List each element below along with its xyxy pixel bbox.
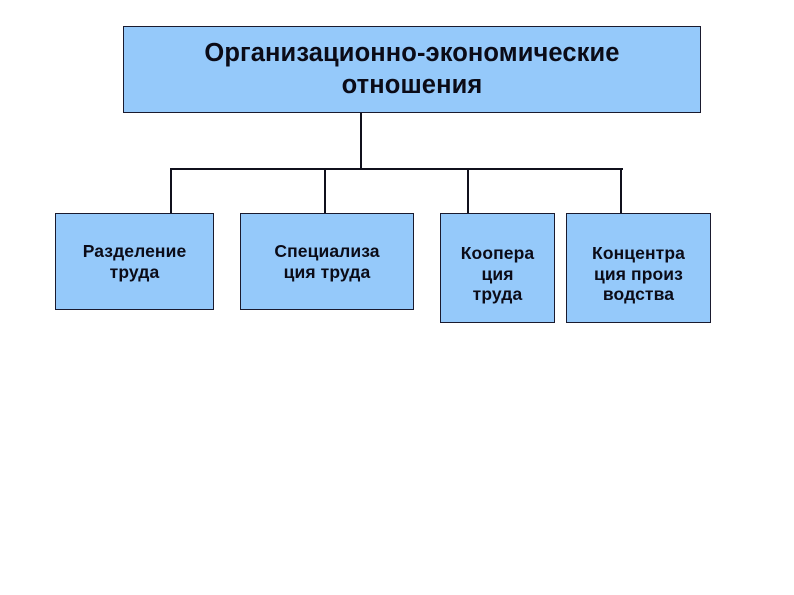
child-node-label-3: Коопера ция труда [441,243,554,305]
child-node-box-division-of-labour: Разделение труда [55,213,214,310]
child-node-box-concentration: Концентра ция произ водства [566,213,711,323]
child-node-2-line-1: Специализа [274,240,380,261]
child-node-2-line-2: ция труда [283,261,371,282]
connector-drop-to-child-4 [620,168,622,214]
connector-drop-to-child-1 [170,168,172,214]
child-node-label-4: Концентра ция произ водства [567,243,710,305]
child-node-3-line-3: труда [472,284,523,305]
root-node-box: Организационно-экономические отношения [123,26,701,113]
connector-drop-to-child-2 [324,168,326,214]
child-node-1-line-1: Разделение [82,240,187,261]
connector-horizontal-busbar [171,168,623,170]
child-node-3-line-2: ция [481,263,514,284]
child-node-4-line-2: ция произ [594,263,683,284]
child-node-label-2: Специализа ция труда [241,241,413,282]
connector-trunk-vertical [360,112,362,170]
root-node-line-2: отношения [341,70,483,99]
child-node-box-cooperation: Коопера ция труда [440,213,555,323]
connector-drop-to-child-3 [467,168,469,214]
child-node-box-specialization: Специализа ция труда [240,213,414,310]
child-node-3-line-1: Коопера [460,243,535,263]
root-node-label: Организационно-экономические отношения [124,38,700,100]
child-node-4-line-3: водства [602,284,675,305]
root-node-line-1: Организационно-экономические [204,39,620,68]
child-node-4-line-1: Концентра [592,243,685,263]
child-node-label-1: Разделение труда [56,241,213,282]
child-node-1-line-2: труда [109,261,160,282]
